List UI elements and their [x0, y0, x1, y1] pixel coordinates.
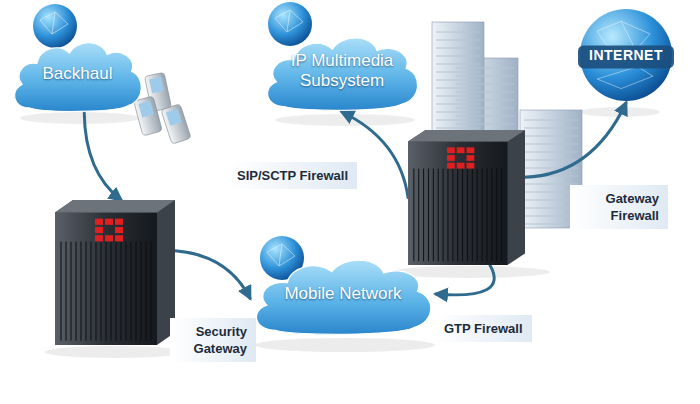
globe-label: INTERNET: [589, 45, 663, 65]
network-cloud: IP Multimedia Subsystem: [262, 30, 422, 112]
flow-arrow: [175, 251, 250, 298]
device-label: SIP/SCTP Firewall: [228, 162, 357, 189]
firewall-appliance: SIP/SCTP FirewallGateway FirewallGTP Fir…: [408, 130, 525, 265]
flow-arrow: [436, 265, 494, 295]
internet-globe: INTERNET: [577, 7, 675, 103]
network-cloud: Backhaul: [10, 35, 145, 113]
appliance-shape: [408, 130, 525, 265]
appliance-shape: [55, 200, 175, 345]
cloud-label: IP Multimedia Subsystem: [282, 51, 402, 91]
cloud-label: Backhaul: [43, 64, 113, 84]
cloud-label: Mobile Network: [284, 284, 401, 304]
device-label: Gateway Firewall: [570, 185, 668, 229]
firewall-appliance: Security Gateway: [55, 200, 175, 345]
flow-arrow: [84, 113, 121, 200]
network-cloud: Mobile Network: [250, 252, 436, 336]
phone-icon: [134, 72, 191, 144]
device-label: GTP Firewall: [435, 315, 532, 342]
device-label: Security Gateway: [170, 318, 256, 362]
flow-arrow: [525, 103, 626, 177]
